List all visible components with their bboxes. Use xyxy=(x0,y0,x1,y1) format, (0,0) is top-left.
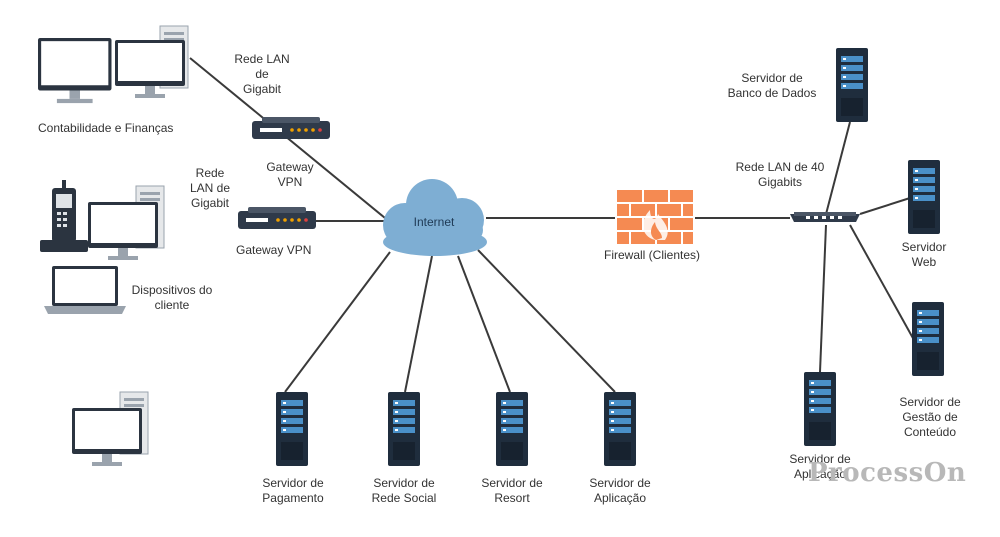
label-servidor-resort: Servidor de Resort xyxy=(481,476,543,505)
label-servidor-web: Servidor Web xyxy=(901,240,947,269)
server-banco-dados-icon xyxy=(836,48,868,122)
server-aplicacao-bottom-icon xyxy=(604,392,636,466)
label-servidor-banco-dados: Servidor de Banco de Dados xyxy=(727,71,817,100)
line-internet-aplicacao-bottom xyxy=(477,249,616,393)
label-gateway-vpn-top: Gateway VPN xyxy=(266,160,314,189)
gateway-vpn-left-icon xyxy=(238,207,316,229)
server-gestao-icon xyxy=(912,302,944,376)
server-resort-icon xyxy=(496,392,528,466)
label-rede-lan-40: Rede LAN de 40 Gigabits xyxy=(735,160,825,189)
label-rede-lan-gigabit-left: Rede LAN de Gigabit xyxy=(189,166,231,210)
contabilidade-workstation-icon xyxy=(38,25,189,104)
server-aplicacao-right-icon xyxy=(804,372,836,446)
workstation-icon xyxy=(72,391,149,466)
line-switch-gestao xyxy=(849,224,915,341)
label-servidor-aplicacao-bottom: Servidor de Aplicação xyxy=(589,476,651,505)
label-contabilidade: Contabilidade e Finanças xyxy=(38,121,174,135)
label-firewall: Firewall (Clientes) xyxy=(604,248,701,262)
server-rede-social-icon xyxy=(388,392,420,466)
line-switch-web xyxy=(859,197,911,215)
label-gateway-vpn-left: Gateway VPN xyxy=(236,243,312,257)
internet-cloud-icon xyxy=(383,179,487,256)
line-internet-pagamento xyxy=(284,251,391,393)
label-servidor-aplicacao-right: Servidor de Aplicação xyxy=(789,452,851,481)
watermark: ProcessOn xyxy=(808,458,967,488)
label-servidor-pagamento: Servidor de Pagamento xyxy=(262,476,324,505)
line-internet-resort xyxy=(457,255,511,393)
line-switch-aplicacao-right xyxy=(819,224,827,373)
line-switch-banco xyxy=(824,121,851,219)
label-servidor-gestao: Servidor de Gestão de Conteúdo xyxy=(899,395,961,439)
server-pagamento-icon xyxy=(276,392,308,466)
connection-lines xyxy=(189,57,915,393)
label-dispositivos-cliente: Dispositivos do cliente xyxy=(131,283,213,312)
gateway-vpn-top-icon xyxy=(252,117,330,139)
label-servidor-rede-social: Servidor de Rede Social xyxy=(371,476,437,505)
switch-icon xyxy=(790,212,860,222)
server-web-icon xyxy=(908,160,940,234)
label-rede-lan-gigabit-top: Rede LAN de Gigabit xyxy=(234,52,290,96)
client-workstation-icon xyxy=(88,185,165,260)
phone-icon xyxy=(40,180,88,252)
line-internet-rede-social xyxy=(404,255,433,393)
firewall-icon xyxy=(617,190,693,244)
label-internet: Internet xyxy=(413,215,455,229)
laptop-icon xyxy=(44,266,126,314)
